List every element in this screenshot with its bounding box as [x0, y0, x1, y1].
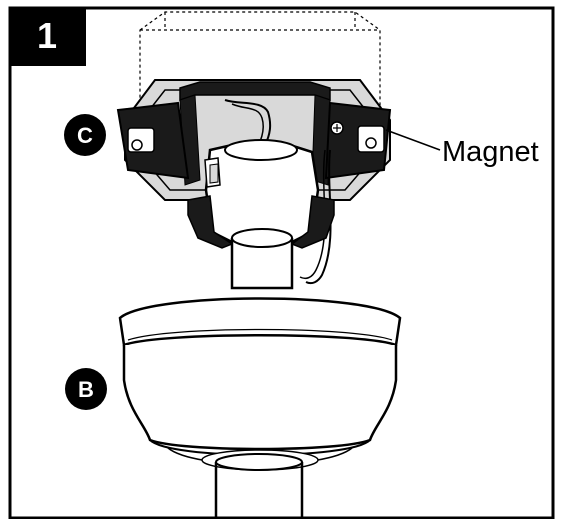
downrod-upper	[232, 229, 292, 288]
fan-motor-housing	[120, 299, 400, 471]
step-number: 1	[37, 15, 57, 56]
callout-b: B	[65, 368, 107, 410]
magnet-label: Magnet	[442, 136, 539, 168]
callout-b-label: B	[78, 377, 94, 402]
right-bracket-panel	[326, 103, 390, 178]
left-screw-icon	[132, 140, 142, 150]
callout-c: C	[64, 114, 106, 156]
callout-c-label: C	[77, 123, 93, 148]
right-screw-icon	[366, 138, 376, 148]
left-bracket-panel	[118, 103, 188, 178]
